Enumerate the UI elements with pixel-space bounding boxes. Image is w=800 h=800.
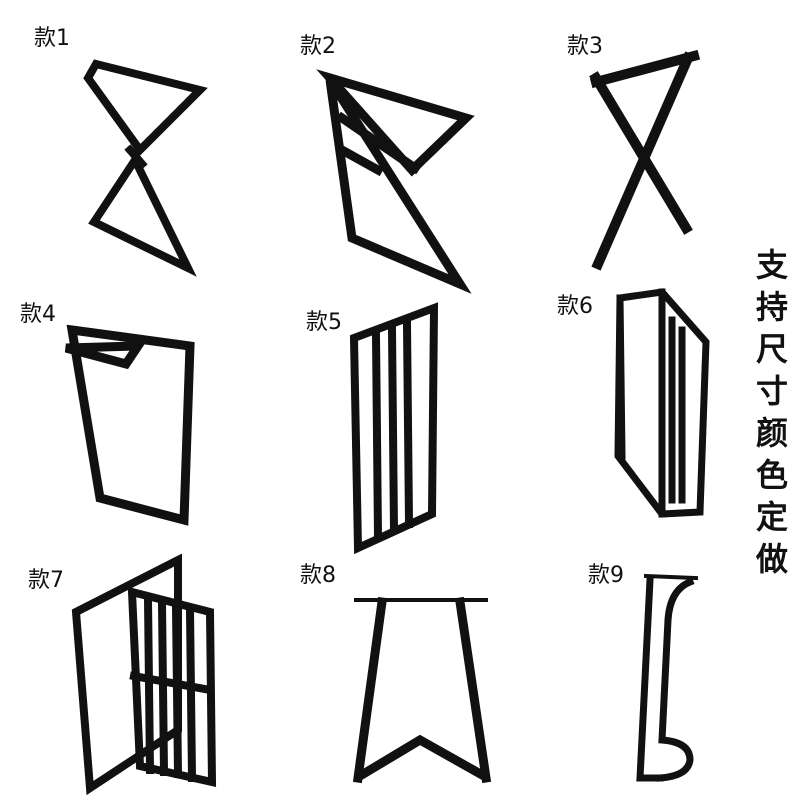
side-char: 定	[755, 498, 788, 536]
style-label-8: 款8	[300, 563, 336, 588]
v-notch-table-leg-icon	[352, 596, 492, 784]
style-label-9: 款9	[588, 563, 624, 588]
side-char: 支	[755, 246, 788, 284]
hourglass-table-leg-icon	[83, 59, 208, 277]
curved-pedestal-table-leg-icon	[636, 573, 699, 782]
k-shape-table-leg-icon	[316, 69, 475, 294]
style-label-7: 款7	[28, 568, 64, 593]
style-label-3: 款3	[567, 34, 603, 59]
style-label-6: 款6	[557, 294, 593, 319]
side-char: 寸	[755, 372, 788, 410]
style-label-4: 款4	[20, 302, 56, 327]
x-shape-table-leg-icon	[589, 49, 701, 271]
side-char: 持	[755, 288, 788, 326]
bar-grill-table-leg-icon	[349, 302, 439, 555]
side-char: 色	[755, 456, 788, 494]
custom-size-color-note: 支 持 尺 寸 颜 色 定 做	[752, 244, 792, 580]
double-grill-table-leg-icon	[71, 553, 217, 796]
side-char: 颜	[755, 414, 788, 452]
side-char: 尺	[755, 330, 788, 368]
style-label-5: 款5	[306, 310, 342, 335]
trapezoid-table-leg-icon	[64, 324, 195, 526]
rectangle-grill-table-leg-icon	[614, 288, 710, 518]
style-label-2: 款2	[300, 34, 336, 59]
style-label-1: 款1	[34, 26, 70, 51]
side-char: 做	[755, 540, 788, 578]
